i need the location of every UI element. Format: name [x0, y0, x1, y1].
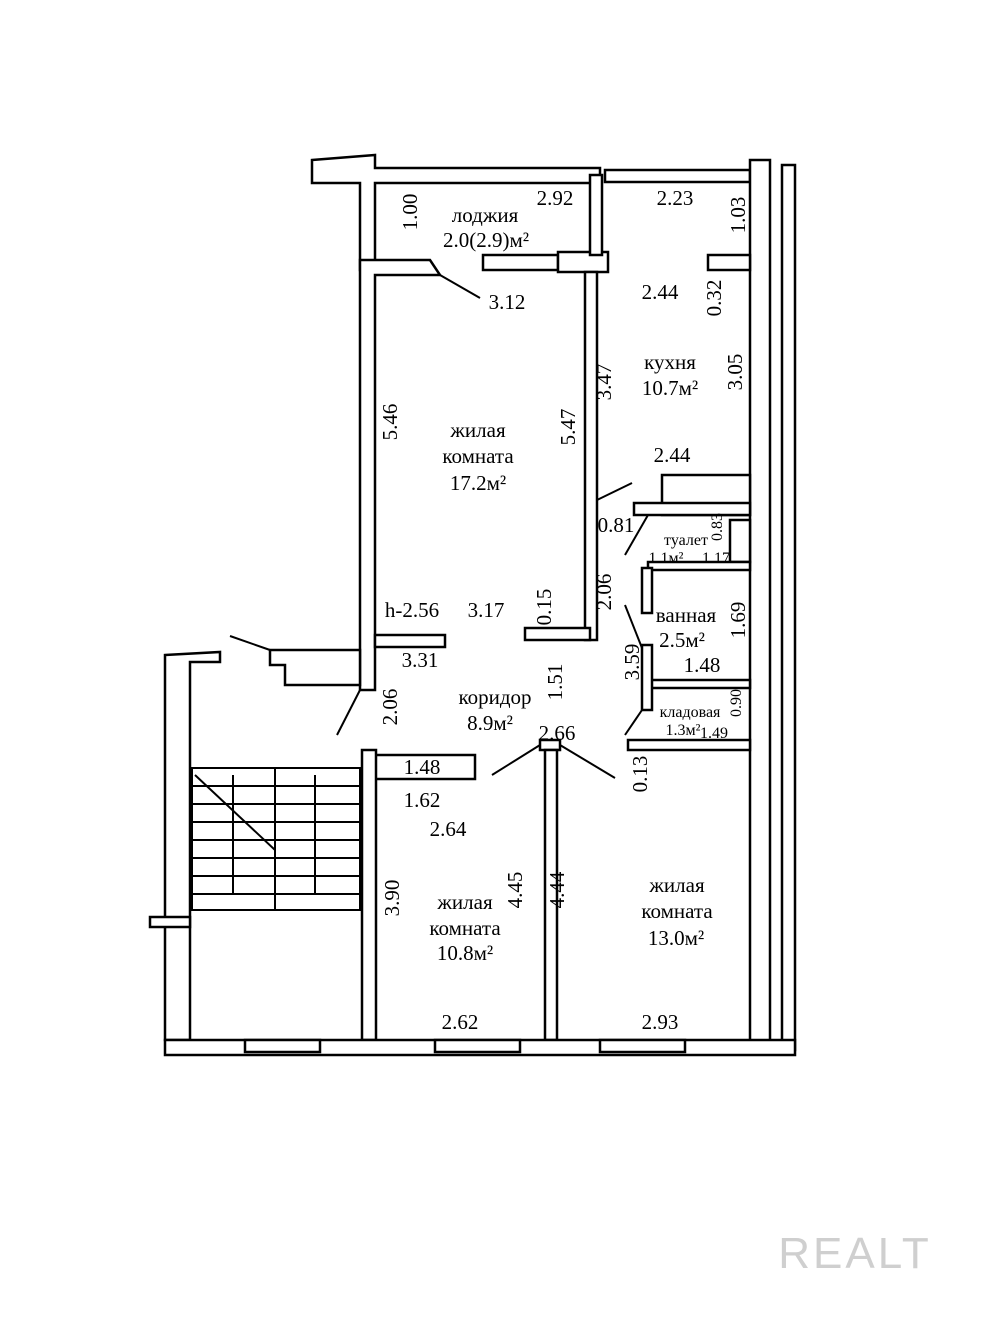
- toilet-area: 1.1м²: [649, 550, 684, 567]
- kitchen-label: кухня: [644, 350, 696, 374]
- living2-label2: комната: [429, 916, 501, 940]
- dimension: 0.15: [532, 589, 556, 626]
- dimension: 4.44: [545, 871, 569, 908]
- dimension: 0.83: [709, 513, 726, 541]
- dimension: 0.90: [728, 689, 745, 717]
- dimensions: 2.92 2.23 1.00 1.03 3.12 2.44 0.32 3.47 …: [378, 186, 750, 1034]
- corridor-label: коридор: [458, 685, 531, 709]
- dimension: 1.51: [543, 664, 567, 701]
- dimension: 2.23: [657, 186, 694, 210]
- dimension: 2.66: [539, 721, 576, 745]
- dimension: 0.32: [702, 280, 726, 317]
- ceiling-height: h-2.56: [385, 598, 439, 622]
- dimension: 3.17: [468, 598, 505, 622]
- dimension: 3.05: [723, 354, 747, 391]
- dimension: 0.13: [628, 756, 652, 793]
- dimension: 2.06: [378, 689, 402, 726]
- living1-label2: комната: [442, 444, 514, 468]
- dimension: 1.48: [684, 653, 721, 677]
- stairs: [191, 767, 361, 911]
- room-labels: лоджия 2.0(2.9)м² кухня 10.7м² жилая ком…: [385, 203, 721, 965]
- doors: [229, 274, 649, 779]
- dimension: 3.31: [402, 648, 439, 672]
- dimension: 4.45: [503, 872, 527, 909]
- dimension: 2.44: [654, 443, 691, 467]
- dimension: 2.64: [430, 817, 467, 841]
- dimension: 2.62: [442, 1010, 479, 1034]
- living1-area: 17.2м²: [450, 471, 506, 495]
- loggia-area: 2.0(2.9)м²: [443, 228, 529, 252]
- kitchen-area: 10.7м²: [642, 376, 698, 400]
- bathroom-label: ванная: [656, 603, 717, 627]
- living1-label: жилая: [449, 418, 506, 442]
- dimension: 0.81: [598, 513, 635, 537]
- storage-area: 1.3м²: [666, 722, 701, 739]
- living2-area: 10.8м²: [437, 941, 493, 965]
- dimension: 1.48: [404, 755, 441, 779]
- bathroom-area: 2.5м²: [659, 628, 705, 652]
- dimension: 1.69: [726, 602, 750, 639]
- dimension: 1.49: [700, 725, 728, 742]
- dimension: 3.59: [620, 644, 644, 681]
- living2-label: жилая: [436, 890, 493, 914]
- dimension: 5.46: [378, 404, 402, 441]
- toilet-label: туалет: [664, 532, 708, 549]
- dimension: 2.44: [642, 280, 679, 304]
- living3-label: жилая: [648, 873, 705, 897]
- dimension: 1.62: [404, 788, 441, 812]
- storage-label: кладовая: [660, 704, 721, 721]
- living3-area: 13.0м²: [648, 926, 704, 950]
- watermark-logo: REALT: [778, 1229, 932, 1278]
- dimension: 3.12: [489, 290, 526, 314]
- living3-label2: комната: [641, 899, 713, 923]
- dimension: 2.93: [642, 1010, 679, 1034]
- dimension: 3.47: [592, 364, 616, 401]
- dimension: 1.00: [398, 194, 422, 231]
- dimension: 5.47: [556, 409, 580, 446]
- dimension: 2.06: [592, 574, 616, 611]
- corridor-area: 8.9м²: [467, 711, 513, 735]
- dimension: 1.03: [726, 197, 750, 234]
- loggia-label: лоджия: [452, 203, 519, 227]
- dimension: 2.92: [537, 186, 574, 210]
- dimension: 1.17: [702, 550, 730, 567]
- dimension: 3.90: [380, 880, 404, 917]
